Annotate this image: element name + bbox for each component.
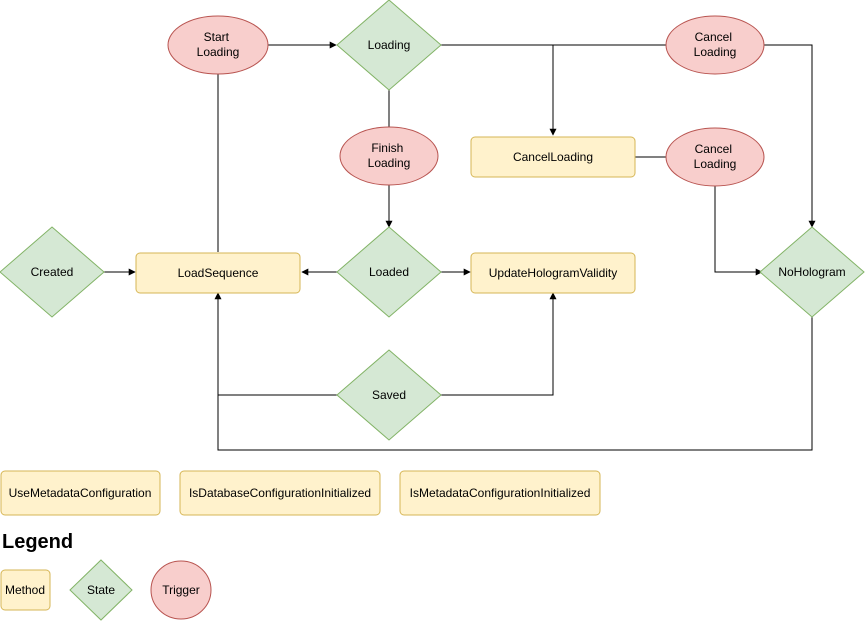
method-loadsequence-label: LoadSequence	[178, 266, 259, 280]
state-loaded	[336, 226, 442, 318]
state-nohologram	[759, 226, 865, 318]
legend-method-swatch	[0, 569, 51, 611]
legend-trigger-swatch	[150, 560, 212, 620]
trigger-finish-loading-label: Finish Loading	[368, 141, 411, 170]
edges	[103, 41, 816, 451]
trigger-start-loading	[167, 15, 269, 75]
state-saved	[336, 349, 442, 441]
edge-nohologram-to-loadsequence	[217, 317, 813, 451]
edge-saved-to-updatehologramvalidity	[441, 292, 557, 396]
trigger-start-loading-label: Start Loading	[197, 30, 240, 59]
edge-cancel-mid-to-nohologram	[714, 186, 763, 276]
method-updatehologramvalidity-label: UpdateHologramValidity	[489, 266, 618, 280]
state-loaded-label: Loaded	[369, 265, 409, 279]
method-isdatabaseconfigurationinitialized	[179, 470, 381, 516]
edge-cancel-top-to-nohologram	[764, 44, 816, 228]
legend-title: Legend	[2, 531, 73, 553]
method-usemetadataconfiguration	[0, 470, 161, 516]
method-usemetadataconfiguration-label: UseMetadataConfiguration	[9, 486, 152, 500]
state-nohologram-label: NoHologram	[778, 265, 845, 279]
state-saved-label: Saved	[372, 388, 406, 402]
edge-saved-to-loadsequence	[214, 292, 337, 396]
state-loading	[336, 0, 442, 91]
method-loadsequence	[135, 252, 301, 294]
method-cancelloading-label: CancelLoading	[513, 150, 593, 164]
legend-state-label: State	[87, 583, 115, 597]
trigger-cancel-loading-mid	[665, 127, 765, 187]
legend-state-swatch	[69, 559, 133, 621]
trigger-finish-loading	[339, 126, 439, 186]
state-created	[0, 226, 105, 318]
legend-method-label: Method	[5, 583, 45, 597]
legend-trigger-label: Trigger	[162, 583, 200, 597]
method-isdatabaseconfigurationinitialized-label: IsDatabaseConfigurationInitialized	[189, 486, 371, 500]
state-created-label: Created	[31, 265, 74, 279]
method-cancelloading	[470, 136, 636, 178]
trigger-cancel-loading-mid-label: Cancel Loading	[694, 142, 737, 171]
trigger-cancel-loading-top	[665, 15, 765, 75]
method-ismetadataconfigurationinitialized-label: IsMetadataConfigurationInitialized	[410, 486, 591, 500]
method-updatehologramvalidity	[470, 252, 636, 294]
method-ismetadataconfigurationinitialized	[399, 470, 601, 516]
state-loading-label: Loading	[368, 38, 411, 52]
trigger-cancel-loading-top-label: Cancel Loading	[694, 30, 737, 59]
